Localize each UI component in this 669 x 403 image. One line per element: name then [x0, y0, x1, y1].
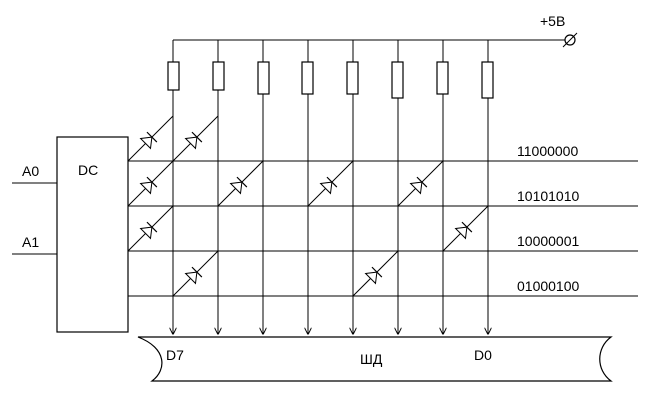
pullup-resistor: [257, 61, 270, 95]
pullup-resistor: [167, 61, 180, 91]
diode: [127, 205, 174, 252]
diode: [397, 160, 444, 207]
bus-lsb-label: D0: [474, 347, 492, 363]
supply-label: +5В: [540, 13, 565, 29]
column-5: [391, 40, 404, 334]
diode: [307, 160, 354, 207]
diode: [442, 205, 489, 252]
column-7: [481, 40, 494, 334]
row-code-1: 10101010: [517, 188, 580, 204]
bus-msb-label: D7: [166, 347, 184, 363]
input-label-a0: A0: [22, 163, 39, 179]
diode: [127, 115, 174, 162]
pullup-resistor: [391, 61, 404, 99]
pullup-resistor: [212, 61, 225, 91]
diode-matrix: [127, 115, 489, 297]
diode: [127, 160, 174, 207]
pullup-resistor: [301, 61, 314, 95]
column-6: [436, 40, 449, 334]
row-code-0: 11000000: [517, 143, 578, 159]
input-label-a1: A1: [22, 234, 39, 250]
data-bus: [137, 336, 613, 382]
row-code-2: 10000001: [517, 233, 580, 249]
decoder-block: [56, 136, 129, 333]
row-code-3: 01000100: [517, 278, 580, 294]
pullup-resistor: [346, 61, 359, 95]
diode: [352, 250, 399, 297]
column-4: [346, 40, 359, 334]
supply-terminal: [562, 32, 578, 48]
diode: [172, 250, 219, 297]
column-1: [212, 40, 225, 334]
diode: [172, 115, 219, 162]
bus-label: ШД: [360, 351, 383, 367]
pullup-resistor: [436, 61, 449, 95]
diode: [217, 160, 264, 207]
column-3: [301, 40, 314, 334]
decoder-label: DC: [78, 162, 98, 178]
column-0: [167, 40, 180, 334]
pullup-resistor: [481, 61, 494, 99]
column-2: [257, 40, 270, 334]
